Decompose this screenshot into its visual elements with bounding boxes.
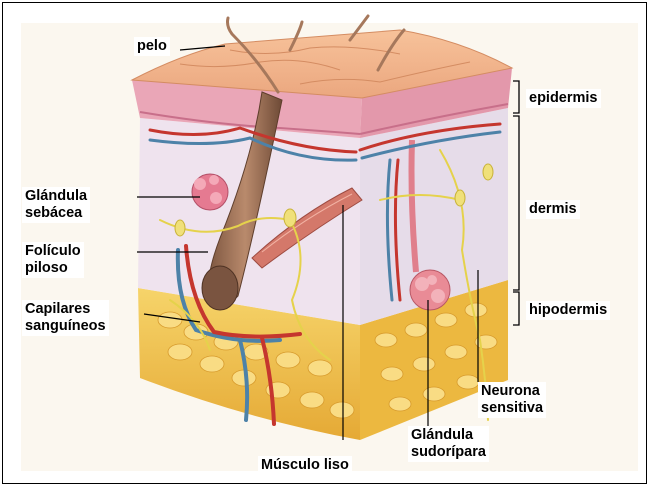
label-foliculo-line2: piloso [25,260,81,277]
label-capilares-line1: Capilares [25,301,106,318]
label-neurona-sensitiva: Neurona sensitiva [478,382,546,418]
label-glandula-sebacea-line1: Glándula [25,188,87,205]
sebaceous-gland [192,174,228,210]
layer-brackets [513,81,519,325]
label-epidermis: epidermis [526,89,601,108]
label-sudoripara-line1: Glándula [411,427,486,444]
label-capilares-sanguineos: Capilares sanguíneos [22,300,109,336]
label-pelo: pelo [134,37,170,56]
label-capilares-line2: sanguíneos [25,318,106,335]
label-hipodermis: hipodermis [526,301,610,320]
label-musculo-liso: Músculo liso [258,456,352,475]
label-sudoripara-line2: sudorípara [411,444,486,461]
label-foliculo-line1: Folículo [25,243,81,260]
label-foliculo-piloso: Folículo piloso [22,242,84,278]
label-glandula-sebacea: Glándula sebácea [22,187,90,223]
label-dermis: dermis [526,200,580,219]
label-glandula-sebacea-line2: sebácea [25,205,87,222]
label-neurona-line2: sensitiva [481,400,543,417]
label-neurona-line1: Neurona [481,383,543,400]
label-glandula-sudoripara: Glándula sudorípara [408,426,489,462]
